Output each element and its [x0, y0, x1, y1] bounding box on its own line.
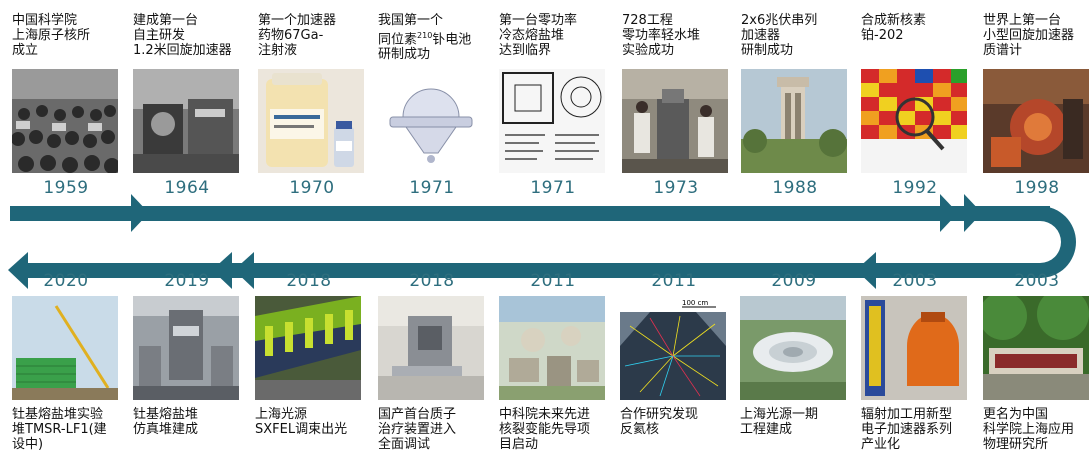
- milestone-caption: 第一台零功率 冷态熔盐堆 达到临界: [499, 13, 578, 58]
- milestone-year: 1971: [530, 178, 576, 198]
- milestone-caption: 钍基熔盐堆实验 堆TMSR-LF1(建 设中): [12, 407, 107, 452]
- arrow-left-2: [212, 252, 232, 289]
- milestone-caption: 第一个加速器 药物67Ga- 注射液: [258, 13, 337, 58]
- institute-sign-photo: [983, 296, 1089, 400]
- milestone-year: 1992: [892, 178, 938, 198]
- milestone-year: 2009: [771, 271, 817, 291]
- milestone-year: 2018: [409, 271, 455, 291]
- reactor-rendering-photo: [499, 296, 605, 400]
- milestone-caption: 合作研究发现 反氦核: [620, 407, 699, 437]
- milestone-caption: 建成第一台 自主研发 1.2米回旋加速器: [133, 13, 232, 58]
- milestone-caption: 728工程 零功率轻水堆 实验成功: [622, 13, 701, 58]
- milestone-caption: 世界上第一台 小型回旋加速器 质谱计: [983, 13, 1075, 58]
- milestone-caption: 我国第一个 同位素210钋电池 研制成功: [378, 13, 471, 62]
- caption-part: 钋电池 研制成功: [378, 32, 472, 63]
- milestone-caption: 上海光源一期 工程建成: [740, 407, 819, 437]
- caption-part: 我国第一个 同位素: [378, 13, 444, 48]
- milestone-caption: 中国科学院 上海原子核所 成立: [12, 13, 91, 58]
- scale-label: 100 cm: [682, 299, 708, 307]
- accelerator-tower-photo: [741, 69, 847, 173]
- simulation-reactor-photo: [133, 296, 239, 400]
- cyclotron-hall-photo: [133, 69, 239, 173]
- ssrf-aerial-photo: [740, 296, 846, 400]
- construction-crane-photo: [12, 296, 118, 400]
- milestone-year: 2003: [1014, 271, 1060, 291]
- milestone-year: 2011: [530, 271, 576, 291]
- milestone-year: 2019: [164, 271, 210, 291]
- milestone-year: 1971: [409, 178, 455, 198]
- arrow-right-2: [940, 194, 958, 232]
- milestone-year: 1998: [1014, 178, 1060, 198]
- proton-therapy-photo: [378, 296, 484, 400]
- milestone-caption: 上海光源 SXFEL调束出光: [255, 407, 348, 437]
- arrow-right-3: [964, 194, 982, 232]
- milestone-year: 1964: [164, 178, 210, 198]
- milestone-year: 2003: [892, 271, 938, 291]
- milestone-caption: 国产首台质子 治疗装置进入 全面调试: [378, 407, 457, 452]
- nuclide-chart-photo: [861, 69, 967, 173]
- particle-tracks-photo: 100 cm: [620, 296, 726, 400]
- milestone-year: 1988: [772, 178, 818, 198]
- milestone-year: 1970: [289, 178, 335, 198]
- arrow-right-1: [131, 194, 149, 232]
- sxfel-undulator-photo: [255, 296, 361, 400]
- milestone-caption: 更名为中国 科学院上海应用 物理研究所: [983, 407, 1075, 452]
- milestone-caption: 2x6兆伏串列 加速器 研制成功: [741, 13, 818, 58]
- mass-spectrometer-photo: [983, 69, 1089, 173]
- lab-workers-photo: [622, 69, 728, 173]
- return-curve: [1040, 206, 1076, 278]
- arrow-left-1: [8, 252, 28, 289]
- isotope-superscript: 210: [417, 31, 433, 40]
- milestone-caption: 中科院未来先进 核裂变能先导项 目启动: [499, 407, 591, 452]
- medicine-bottles-photo: [258, 69, 364, 173]
- arrow-left-4: [856, 252, 876, 289]
- polonium-battery-photo: [378, 69, 484, 173]
- milestone-year: 1959: [43, 178, 89, 198]
- milestone-caption: 钍基熔盐堆 仿真堆建成: [133, 407, 199, 437]
- electron-accelerator-photo: [861, 296, 967, 400]
- arrow-left-3: [234, 252, 254, 289]
- milestone-year: 1973: [653, 178, 699, 198]
- top-band: [10, 206, 1050, 221]
- milestone-year: 2018: [286, 271, 332, 291]
- reactor-diagram-photo: [499, 69, 605, 173]
- milestone-year: 2020: [43, 271, 89, 291]
- milestone-caption: 合成新核素 铂-202: [861, 13, 927, 43]
- crowd-meeting-photo: [12, 69, 118, 173]
- bottom-band: [20, 263, 1042, 278]
- milestone-year: 2011: [651, 271, 697, 291]
- milestone-caption: 辐射加工用新型 电子加速器系列 产业化: [861, 407, 953, 452]
